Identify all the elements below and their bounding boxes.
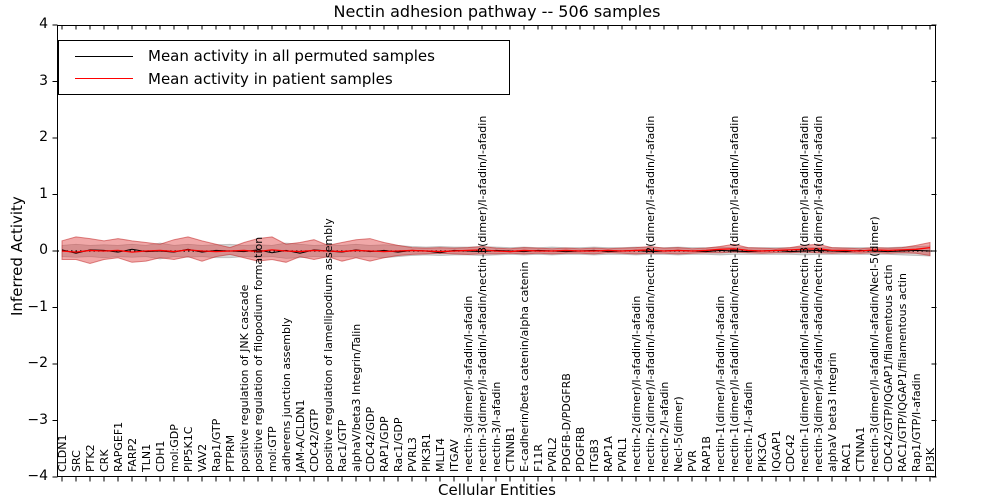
- legend-label-patient: Mean activity in patient samples: [148, 69, 393, 88]
- y-tick-label: −4: [27, 468, 48, 484]
- legend: Mean activity in all permuted samples Me…: [58, 40, 510, 95]
- permuted-line-sample-icon: [75, 55, 133, 57]
- y-tick-label: 4: [39, 16, 48, 32]
- x-axis-label: Cellular Entities: [438, 481, 556, 499]
- patient-line-sample-icon: [75, 78, 133, 80]
- y-tick-label: 3: [39, 72, 48, 89]
- legend-label-permuted: Mean activity in all permuted samples: [148, 47, 435, 66]
- patient-mean-line: [61, 246, 931, 253]
- y-tick-label: −3: [27, 411, 48, 428]
- legend-row-permuted: Mean activity in all permuted samples: [59, 47, 509, 65]
- chart-title: Nectin adhesion pathway -- 506 samples: [333, 2, 661, 21]
- y-tick-label: 0: [39, 242, 48, 258]
- y-tick-label: −2: [27, 355, 48, 371]
- plot-border: [57, 25, 936, 477]
- legend-row-patient: Mean activity in patient samples: [59, 70, 509, 88]
- y-tick-label: −1: [27, 298, 48, 315]
- y-tick-label: 1: [39, 185, 48, 202]
- y-tick-label: 2: [39, 129, 48, 145]
